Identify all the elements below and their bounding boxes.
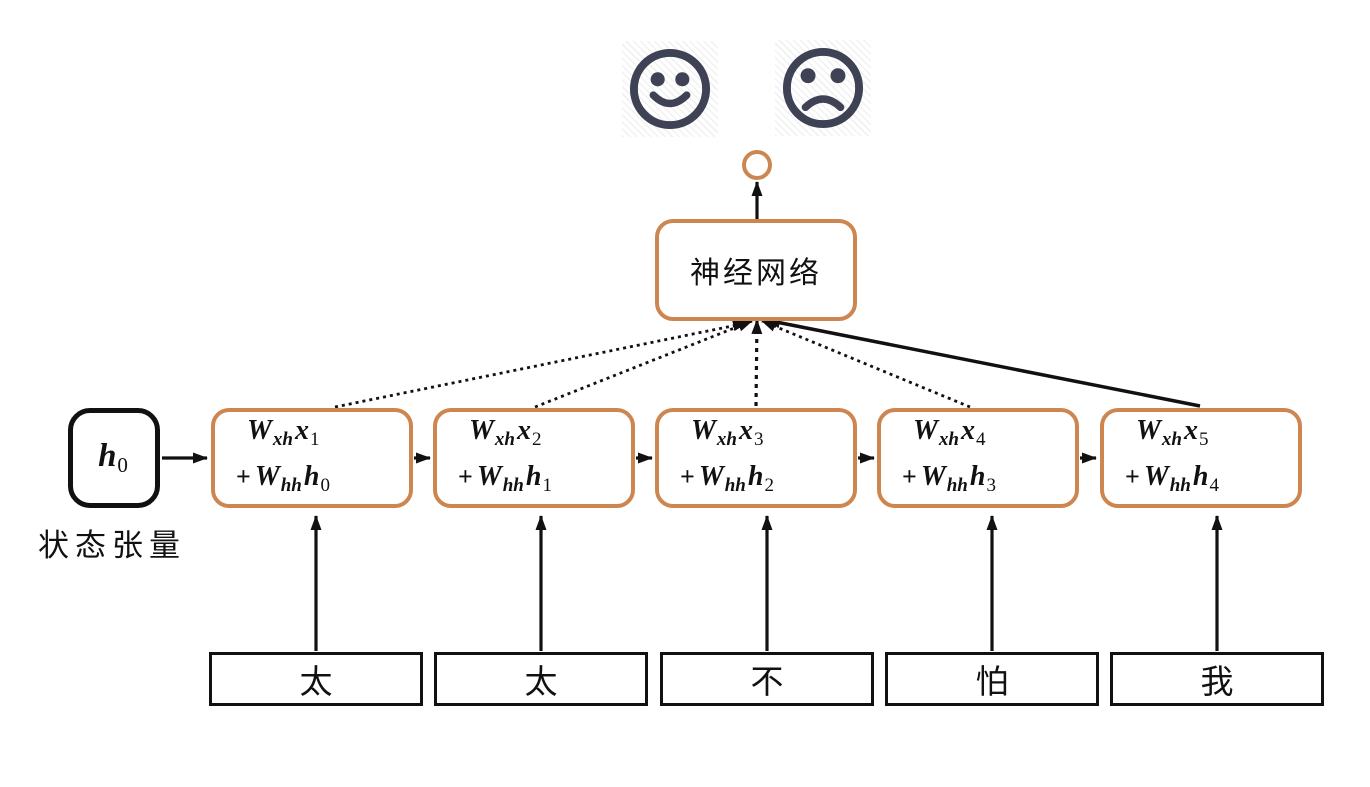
- cell-5-formula-line-2: +Whhh4: [1125, 461, 1219, 496]
- attention-line-cell5: [765, 317, 1201, 408]
- input-word-box-3: 不: [660, 652, 874, 706]
- rnn-cell-2: Wxhx2 +Whhh1: [433, 408, 635, 508]
- cell-1-formula-line-2: +Whhh0: [236, 461, 330, 496]
- neural-network-label: 神经网络: [690, 257, 822, 290]
- rnn-cell-5: Wxhx5 +Whhh4: [1100, 408, 1302, 508]
- input-word-5: 我: [1200, 665, 1234, 701]
- cell-5-formula-line-1: Wxhx5: [1136, 415, 1209, 450]
- attention-line-cell1: [334, 320, 748, 409]
- rnn-cell-3: Wxhx3 +Whhh2: [655, 408, 857, 508]
- attention-line-cell4: [761, 319, 971, 409]
- cell-2-formula-line-1: Wxhx2: [469, 415, 542, 450]
- input-word-box-2: 太: [434, 652, 648, 706]
- neural-network-box: 神经网络: [655, 219, 857, 321]
- input-word-box-5: 我: [1110, 652, 1324, 706]
- frowning-face-icon: [775, 40, 871, 136]
- input-word-1: 太: [299, 665, 333, 701]
- input-word-box-4: 怕: [885, 652, 1099, 706]
- output-circle: [742, 150, 772, 180]
- input-word-2: 太: [524, 665, 558, 701]
- input-word-box-1: 太: [209, 652, 423, 706]
- attention-line-cell2: [534, 319, 753, 409]
- cell-4-formula-line-1: Wxhx4: [913, 415, 986, 450]
- cell-1-formula-line-1: Wxhx1: [247, 415, 320, 450]
- rnn-cell-1: Wxhx1 +Whhh0: [211, 408, 413, 508]
- input-word-3: 不: [750, 665, 784, 701]
- cell-3-formula-line-1: Wxhx3: [691, 415, 764, 450]
- attention-line-cell3: [751, 319, 763, 407]
- smiley-face-glyph: [629, 48, 711, 130]
- h0-label: h0: [98, 438, 128, 477]
- input-word-4: 怕: [975, 665, 1009, 701]
- rnn-cell-4: Wxhx4 +Whhh3: [877, 408, 1079, 508]
- initial-state-box: h0: [68, 408, 160, 508]
- cell-4-formula-line-2: +Whhh3: [902, 461, 996, 496]
- cell-3-formula-line-2: +Whhh2: [680, 461, 774, 496]
- cell-2-formula-line-2: +Whhh1: [458, 461, 552, 496]
- frowning-face-glyph: [782, 47, 864, 129]
- smiley-face-icon: [622, 41, 718, 137]
- state-tensor-caption: 状态张量: [38, 528, 186, 563]
